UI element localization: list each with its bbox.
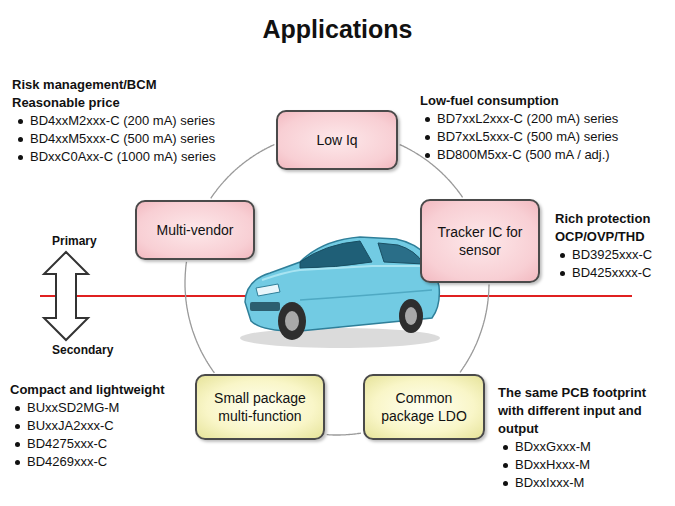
group-heading: Secondary	[52, 341, 113, 359]
group-heading: Compact and lightweight	[10, 381, 165, 399]
bullet-dot	[18, 137, 23, 142]
feature-box: Small package multi-function	[195, 374, 325, 440]
bullet-dot	[560, 253, 565, 258]
group-heading: OCP/OVP/THD	[555, 228, 645, 246]
car-part	[300, 241, 372, 268]
car-part	[262, 266, 430, 280]
part-number: BUxxJA2xxx-C	[27, 417, 114, 435]
part-number: BD7xxL2xxx-C (200 mA) series	[437, 110, 618, 128]
bullet-dot	[15, 442, 20, 447]
group-heading: Rich protection	[555, 210, 650, 228]
part-number: BD425xxxx-C	[572, 264, 651, 282]
bullet-dot	[560, 271, 565, 276]
box-label: Multi-vendor	[156, 221, 233, 239]
part-number: BD800M5xx-C (500 mA / adj.)	[437, 146, 610, 164]
car-part	[285, 311, 299, 331]
group-heading: Reasonable price	[12, 94, 120, 112]
bullet-dot	[503, 463, 508, 468]
box-label: Low Iq	[316, 131, 357, 149]
part-number: BD4269xxx-C	[27, 453, 107, 471]
box-text-group: Small package multi-function	[205, 389, 315, 425]
bullet-dot	[425, 117, 430, 122]
box-text-group: Multi-vendor	[156, 221, 233, 239]
part-number: BD4275xxx-C	[27, 435, 107, 453]
box-text-group: Common package LDO	[373, 389, 475, 425]
box-text-group: Low Iq	[316, 131, 357, 149]
box-label: Tracker IC for sensor	[430, 223, 530, 259]
part-number: BUxxSD2MG-M	[27, 399, 119, 417]
car-part	[278, 302, 306, 340]
bullet-dot	[503, 445, 508, 450]
car-illustration	[240, 237, 440, 348]
car-part	[378, 243, 424, 264]
car-part	[300, 290, 432, 300]
bullet-dot	[18, 155, 23, 160]
part-number: BD4xxM2xxx-C (200 mA) series	[30, 112, 215, 130]
car-part	[245, 237, 439, 331]
bullet-dot	[15, 406, 20, 411]
feature-box: Tracker IC for sensor	[420, 199, 540, 283]
circle-connector	[211, 145, 275, 199]
part-number: BDxxHxxx-M	[515, 456, 590, 474]
feature-box: Low Iq	[276, 110, 398, 170]
circle-connector	[185, 262, 214, 373]
bullet-dot	[15, 460, 20, 465]
circle-connector	[327, 433, 361, 435]
group-heading: Primary	[52, 232, 97, 250]
part-number: BD3925xxx-C	[572, 246, 652, 264]
bullet-dot	[425, 153, 430, 158]
part-number: BD4xxM5xxx-C (500 mA) series	[30, 130, 215, 148]
box-text-group: Tracker IC for sensor	[430, 223, 530, 259]
part-number: BD7xxL5xxx-C (500 mA) series	[437, 128, 618, 146]
bullet-dot	[15, 424, 20, 429]
group-heading: Risk management/BCM	[12, 76, 156, 94]
feature-box: Common package LDO	[363, 374, 485, 440]
group-heading: The same PCB footprint with different in…	[498, 384, 666, 438]
part-number: BDxxGxxx-M	[515, 438, 591, 456]
page-title: Applications	[0, 15, 675, 44]
bullet-dot	[503, 481, 508, 486]
part-number: BDxxC0Axx-C (1000 mA) series	[30, 148, 216, 166]
circle-connector	[460, 285, 489, 373]
car-part	[256, 284, 280, 296]
car-part	[399, 299, 423, 333]
car-part	[250, 302, 280, 311]
box-label: Common package LDO	[373, 389, 475, 425]
bullet-dot	[18, 119, 23, 124]
box-label: Small package multi-function	[205, 389, 315, 425]
group-heading: Low-fuel consumption	[420, 92, 559, 110]
part-number: BDxxIxxx-M	[515, 474, 584, 492]
bullet-dot	[425, 135, 430, 140]
double-arrow	[44, 252, 88, 340]
feature-box: Multi-vendor	[135, 200, 255, 260]
car-part	[405, 307, 417, 325]
